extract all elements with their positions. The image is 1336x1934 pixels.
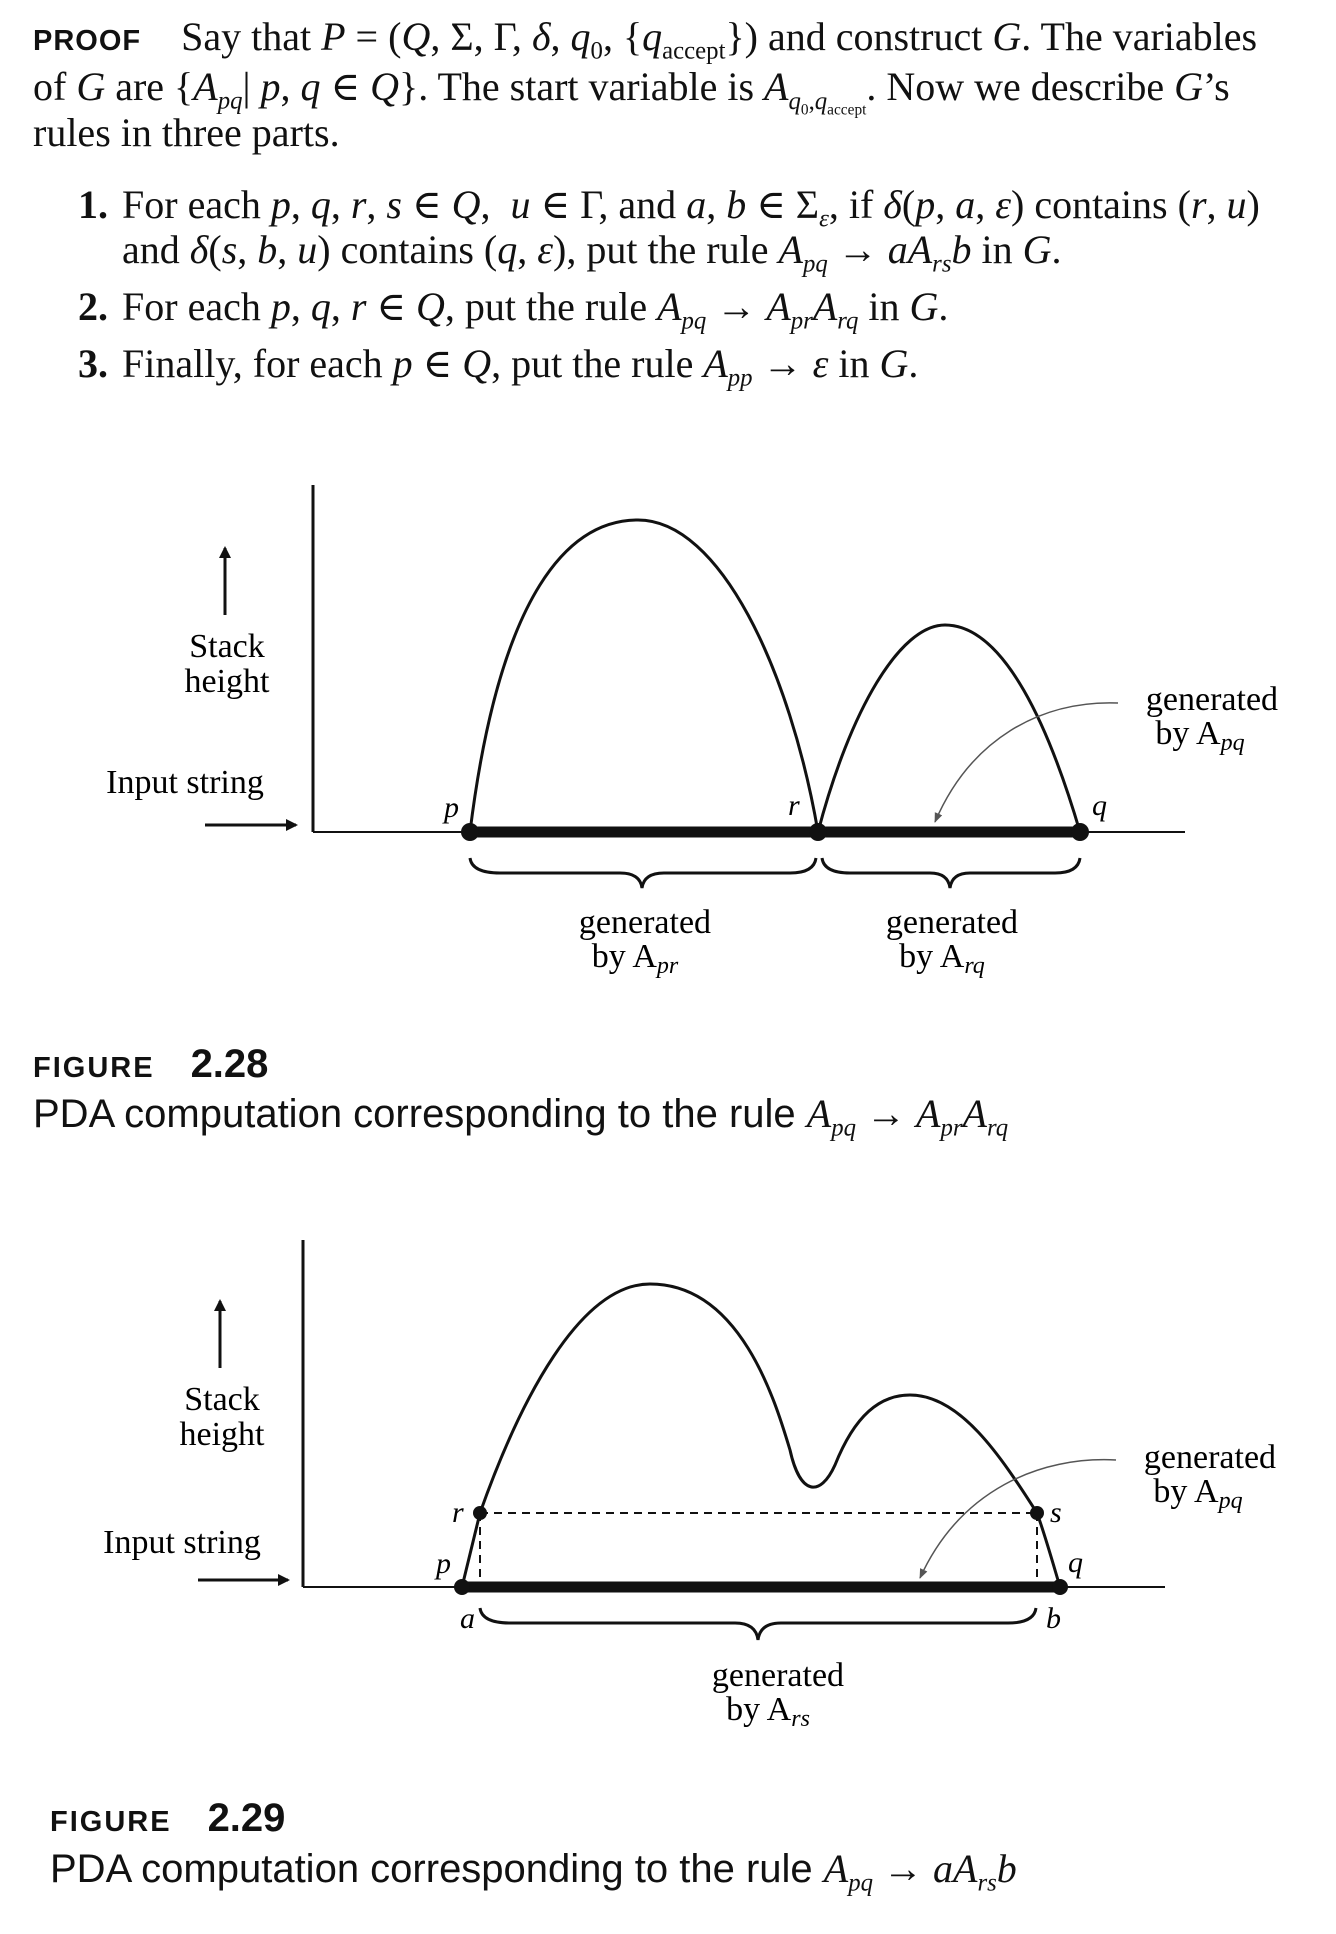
figure-229-caption: PDA computation corresponding to the rul…: [50, 1846, 1017, 1897]
proof-text: . Now we describe: [866, 64, 1175, 109]
brace-pr: [468, 857, 818, 889]
rule-text: in: [971, 227, 1023, 272]
rule-number: 3.: [78, 341, 108, 386]
rule-text: , put the rule: [491, 341, 704, 386]
annotation-arrow-pq: [934, 702, 1119, 823]
proof-text: . The variables: [1021, 14, 1258, 59]
rule-list: 1. For each p, q, r, s ∈ Q, u ∈ Γ, and a…: [78, 182, 1318, 398]
label-p: p: [442, 791, 459, 824]
figure-228-caption: PDA computation corresponding to the rul…: [33, 1091, 1009, 1142]
gen-pq-line1: generated: [1146, 681, 1278, 718]
rule-text: For each: [122, 284, 271, 329]
label-r: r: [452, 1496, 464, 1529]
gen-pr-line1: generated: [579, 904, 711, 941]
x-label-input-string: Input string: [103, 1524, 261, 1561]
rule-text: , and: [598, 182, 687, 227]
rule-text: in: [828, 341, 880, 386]
y-label-height: height: [185, 663, 271, 700]
proof-text: are: [105, 64, 175, 109]
rule-text: For each: [122, 182, 271, 227]
proof-line-1: PROOF Say that P = (Q, Σ, Γ, δ, q0, {qac…: [33, 14, 1258, 65]
gen-pr-line2: by Apr: [592, 938, 679, 979]
rule-text: Finally, for each: [122, 341, 393, 386]
rule-text: contains: [330, 227, 484, 272]
gen-pq-line2: by Apq: [1153, 1473, 1242, 1514]
point-p: [454, 1579, 470, 1595]
rule-text: and: [122, 227, 190, 272]
label-a: a: [460, 1602, 475, 1635]
proof-line-3: rules in three parts.: [33, 110, 340, 156]
rule-number: 1.: [78, 182, 108, 227]
rule-item: 3. Finally, for each p ∈ Q, put the rule…: [78, 341, 919, 392]
gen-pq-line1: generated: [1144, 1439, 1276, 1476]
stack-curve-pr: [468, 518, 820, 833]
label-b: b: [1046, 1602, 1061, 1635]
stack-curve-rq: [816, 623, 1082, 833]
label-p: p: [434, 1547, 451, 1580]
figure-number: 2.29: [207, 1796, 286, 1840]
brace-rs: [478, 1607, 1038, 1641]
rule-text: in: [858, 284, 910, 329]
point-s: [1030, 1506, 1044, 1520]
rule-text: , put the rule: [566, 227, 779, 272]
rule-item: 2. For each p, q, r ∈ Q, put the rule Ap…: [78, 284, 949, 335]
proof-text: of: [33, 64, 77, 109]
y-label-stack: Stack: [184, 1381, 260, 1418]
brace-rq: [820, 857, 1082, 889]
proof-text: and construct: [757, 14, 993, 59]
figure-229-label: FIGURE 2.29: [50, 1796, 285, 1841]
figure-229-diagram: Stack height Input string p r s q a b ge…: [103, 1240, 1276, 1732]
rule-number: 2.: [78, 284, 108, 329]
label-q: q: [1092, 789, 1107, 822]
caption-text: PDA computation corresponding to the rul…: [50, 1847, 824, 1891]
x-label-input-string: Input string: [106, 764, 264, 801]
rule-text: , if: [828, 182, 884, 227]
point-r: [809, 823, 827, 841]
figure-228-label: FIGURE 2.28: [33, 1042, 268, 1087]
gen-rs-line1: generated: [712, 1657, 844, 1694]
proof-text: . The start variable is: [418, 64, 765, 109]
gen-rq-line2: by Arq: [899, 938, 985, 979]
gen-rq-line1: generated: [886, 904, 1018, 941]
figure-label: FIGURE: [50, 1806, 172, 1838]
rule-item: 1. For each p, q, r, s ∈ Q, u ∈ Γ, and a…: [78, 182, 1260, 278]
stack-curve: [460, 1282, 1062, 1588]
rule-text: contains: [1024, 182, 1178, 227]
y-label-stack: Stack: [189, 628, 265, 665]
proof-keyword: PROOF: [33, 25, 142, 57]
gen-rs-line2: by Ars: [726, 1691, 810, 1732]
proof-line-2: of G are {Apq| p, q ∈ Q}. The start vari…: [33, 64, 1230, 119]
point-q: [1052, 1579, 1068, 1595]
label-r: r: [788, 789, 800, 822]
figure-number: 2.28: [190, 1042, 269, 1086]
point-q: [1071, 823, 1089, 841]
gen-pq-line2: by Apq: [1155, 715, 1244, 756]
point-p: [461, 823, 479, 841]
point-r: [473, 1506, 487, 1520]
label-q: q: [1068, 1546, 1083, 1579]
proof-text: Say that: [181, 14, 322, 59]
rule-text: , put the rule: [444, 284, 658, 329]
proof-paragraph: PROOF Say that P = (Q, Σ, Γ, δ, q0, {qac…: [33, 14, 1308, 155]
label-s: s: [1050, 1496, 1062, 1529]
figure-label: FIGURE: [33, 1052, 155, 1084]
figure-228-diagram: Stack height Input string p r q generate…: [106, 485, 1278, 979]
y-label-height: height: [180, 1416, 266, 1453]
caption-text: PDA computation corresponding to the rul…: [33, 1092, 807, 1136]
annotation-arrow-pq: [919, 1458, 1117, 1579]
